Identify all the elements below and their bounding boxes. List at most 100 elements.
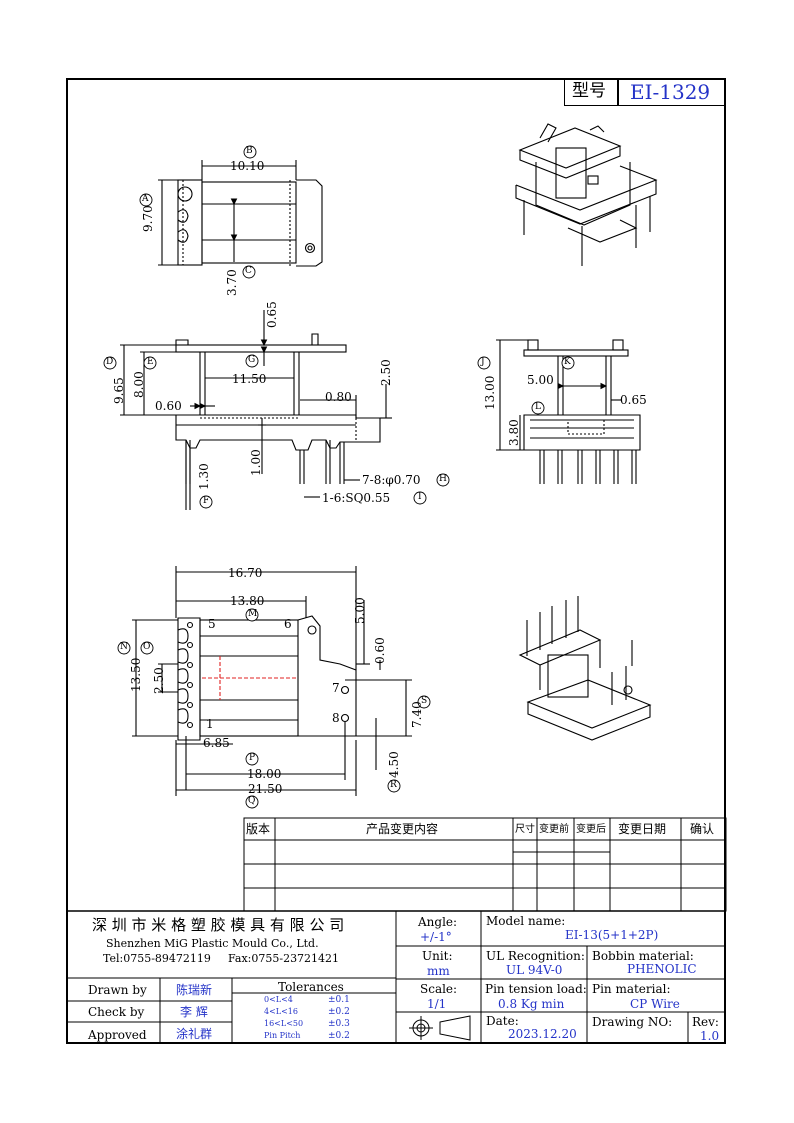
pin-tension-label: Pin tension load:	[485, 982, 587, 996]
dim-1670: 16.70	[228, 566, 263, 580]
rev-value: 1.0	[700, 1029, 720, 1043]
model-label: 型号	[572, 81, 606, 101]
pin-material-label: Pin material:	[592, 982, 671, 996]
marker-O: O	[143, 642, 151, 652]
marker-H: H	[439, 474, 447, 484]
dim-080: 0.80	[325, 390, 352, 404]
marker-Q: Q	[248, 796, 256, 806]
marker-C: C	[245, 266, 252, 276]
rev-header-confirm: 确认	[690, 822, 715, 836]
date-label: Date:	[486, 1014, 519, 1028]
drawn-by-value: 陈瑞新	[176, 983, 213, 997]
dim-100: 1.00	[249, 449, 263, 476]
rev-label: Rev:	[692, 1015, 719, 1029]
dim-A: 9.70	[141, 205, 155, 232]
tol-value-2: ±0.2	[328, 1007, 350, 1017]
marker-L: L	[535, 402, 541, 412]
marker-R: R	[390, 780, 397, 790]
model-box-divider	[617, 78, 619, 106]
approved-value: 涂礼群	[176, 1027, 213, 1041]
model-box	[564, 78, 726, 106]
angle-label: Angle:	[418, 915, 458, 929]
scale-label: Scale:	[420, 982, 458, 996]
pin-material-value: CP Wire	[630, 997, 680, 1011]
bobbin-value: PHENOLIC	[627, 962, 697, 976]
dim-N: 13.50	[129, 657, 143, 692]
dim-B: 10.10	[230, 159, 265, 173]
marker-P: P	[249, 753, 256, 763]
marker-M: M	[248, 609, 258, 619]
marker-B: B	[246, 146, 253, 156]
dim-top-065: 0.65	[265, 301, 279, 328]
dim-Q: 21.50	[248, 782, 283, 796]
approved-label: Approved	[88, 1028, 147, 1042]
bobbin-label: Bobbin material:	[592, 949, 694, 963]
rev-header-after: 变更后	[576, 824, 606, 835]
pin-5: 5	[208, 617, 216, 631]
marker-D: D	[106, 357, 114, 367]
rev-header-date: 变更日期	[618, 822, 667, 836]
dim-M: 13.80	[230, 594, 265, 608]
tol-range-1: 0<L<4	[264, 995, 293, 1004]
marker-E: E	[147, 357, 154, 367]
tol-value-4: ±0.2	[328, 1031, 350, 1041]
dim-250: 2.50	[379, 359, 393, 386]
rev-header-content: 产品变更内容	[366, 822, 439, 836]
model-name-value: EI-13(5+1+2P)	[565, 928, 659, 942]
dim-060: 0.60	[155, 399, 182, 413]
dim-J: 13.00	[483, 375, 497, 410]
tol-value-1: ±0.1	[328, 995, 350, 1005]
dim-R: 4.50	[387, 751, 401, 778]
unit-label: Unit:	[422, 949, 453, 963]
ul-value: UL 94V-0	[506, 963, 563, 977]
ul-label: UL Recognition:	[486, 949, 585, 963]
company-name-cn: 深 圳 市 米 格 塑 胶 模 具 有 限 公 司	[92, 916, 345, 934]
dim-D: 9.65	[112, 377, 126, 404]
dim-P: 18.00	[247, 767, 282, 781]
marker-I: I	[418, 492, 422, 502]
rev-header-size: 尺寸	[515, 824, 535, 835]
model-value: EI-1329	[630, 80, 711, 104]
dim-I: 1-6:SQ0.55	[322, 491, 391, 505]
marker-K: K	[564, 357, 571, 367]
pin-tension-value: 0.8 Kg min	[498, 997, 565, 1011]
drawing-frame	[66, 78, 726, 1044]
tol-range-4: Pin Pitch	[264, 1031, 301, 1040]
marker-S: S	[421, 696, 428, 706]
date-value: 2023.12.20	[508, 1027, 577, 1041]
marker-J: J	[481, 357, 485, 367]
dim-K: 5.00	[527, 373, 554, 387]
pin-6: 6	[284, 617, 292, 631]
projection-symbol-icon	[405, 1014, 475, 1042]
drawing-no-label: Drawing NO:	[592, 1015, 673, 1029]
tol-range-3: 16<L<50	[264, 1019, 304, 1028]
unit-value: mm	[427, 964, 450, 978]
check-by-value: 李 辉	[180, 1005, 208, 1019]
company-fax: Fax:0755-23721421	[228, 952, 340, 965]
company-name-en: Shenzhen MiG Plastic Mould Co., Ltd.	[106, 937, 319, 950]
dim-F: 1.30	[197, 463, 211, 490]
marker-N: N	[120, 642, 128, 652]
pin-8: 8	[332, 711, 340, 725]
dim-685: 6.85	[203, 736, 230, 750]
dim-E: 8.00	[132, 371, 146, 398]
dim-H: 7-8:φ0.70	[362, 473, 421, 487]
pin-1: 1	[206, 717, 214, 731]
dim-O: 2.50	[152, 667, 166, 694]
dim-L: 3.80	[507, 419, 521, 446]
dim-060b: 0.60	[373, 637, 387, 664]
dim-S: 7.40	[410, 701, 424, 728]
scale-value: 1/1	[427, 997, 447, 1011]
company-tel: Tel:0755-89472119	[103, 952, 211, 965]
dim-G: 11.50	[232, 372, 267, 386]
marker-G: G	[248, 355, 256, 365]
drawn-by-label: Drawn by	[88, 983, 147, 997]
pin-7: 7	[332, 681, 340, 695]
marker-A: A	[142, 194, 149, 204]
tolerances-label: Tolerances	[278, 980, 344, 994]
dim-065b: 0.65	[620, 393, 647, 407]
dim-C: 3.70	[225, 269, 239, 296]
marker-F: F	[203, 496, 210, 506]
tol-value-3: ±0.3	[328, 1019, 350, 1029]
dim-500: 5.00	[353, 597, 367, 624]
